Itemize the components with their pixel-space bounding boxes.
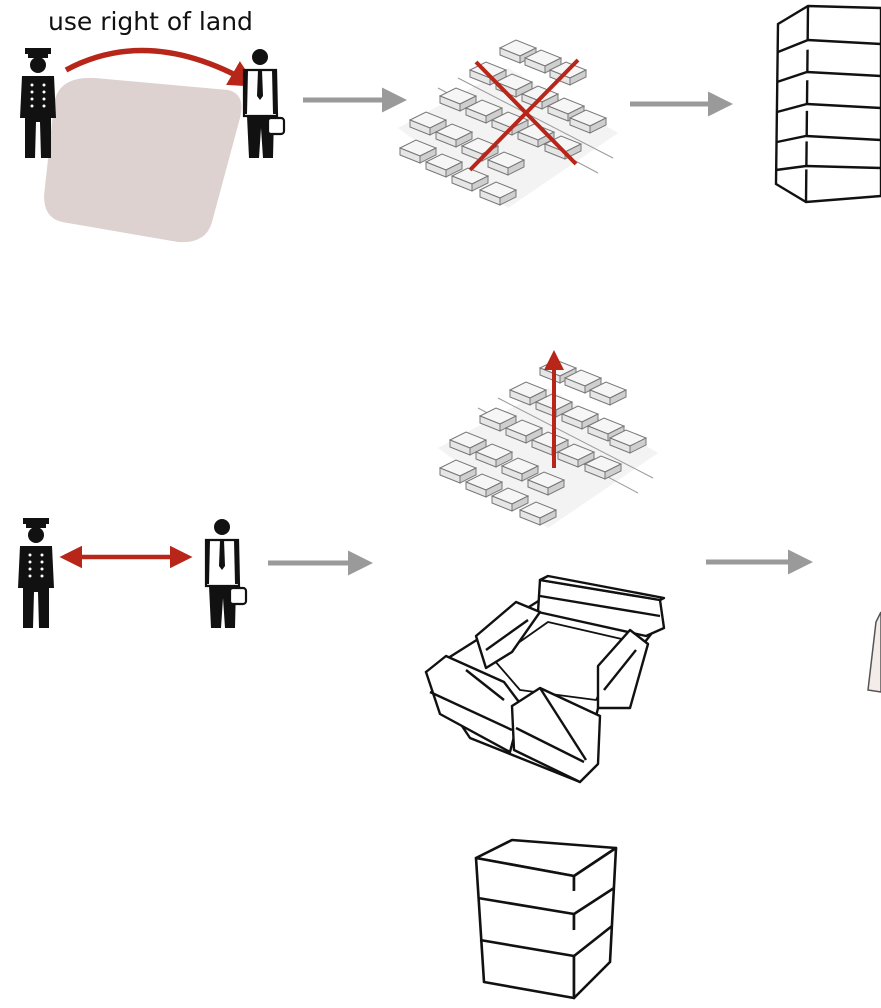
courtyard-block-icon [424, 574, 666, 784]
middle-row [18, 350, 881, 1000]
land-parcel [44, 77, 242, 243]
official-uniform-icon [20, 48, 56, 158]
stacked-block-icon [474, 838, 618, 1000]
neighborhood-blocks-icon [438, 360, 658, 528]
use-right-of-land-label: use right of land [48, 7, 253, 36]
businessman-briefcase-icon [242, 48, 286, 158]
official-uniform-icon [18, 518, 54, 628]
cross-out-stroke [468, 58, 580, 172]
partial-building-edge [867, 611, 881, 693]
tower-building-icon [774, 4, 881, 204]
top-row [20, 4, 881, 243]
businessman-briefcase-icon [204, 518, 248, 628]
right-of-land-arrow [64, 47, 257, 87]
neighborhood-blocks-icon [398, 40, 618, 208]
